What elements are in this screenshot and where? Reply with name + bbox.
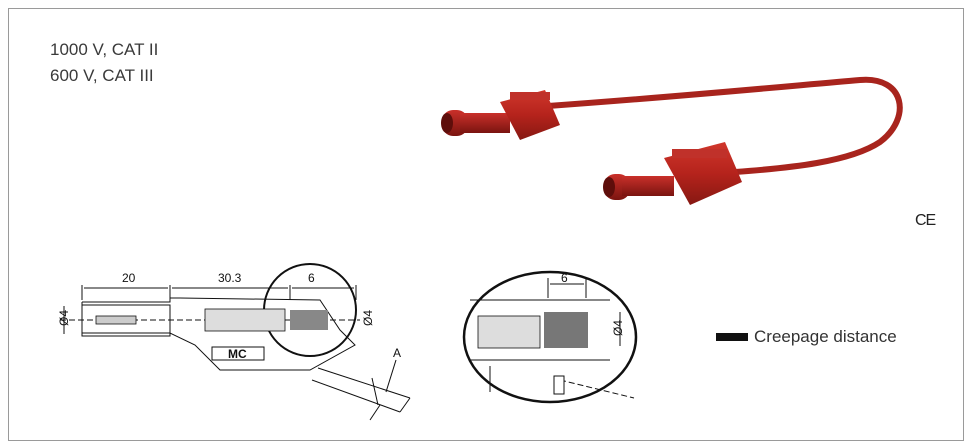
detail-dim-6: 6	[561, 271, 568, 285]
dia-left: Ø4	[57, 310, 71, 326]
creepage-swatch	[716, 333, 748, 341]
lower-plug	[603, 142, 742, 205]
voltage-rating-cat2: 1000 V, CAT II	[50, 40, 159, 59]
ce-mark: CE	[915, 212, 936, 229]
legend-label: Creepage distance	[754, 327, 897, 346]
dim-30-3: 30.3	[218, 271, 242, 285]
cable-loop	[547, 76, 903, 175]
legend: Creepage distance	[716, 327, 897, 347]
label-a: A	[393, 346, 401, 360]
dim-6: 6	[308, 271, 315, 285]
voltage-rating-cat3: 600 V, CAT III	[50, 66, 154, 85]
label-mc: MC	[228, 347, 247, 361]
dia-right: Ø4	[361, 310, 375, 326]
upper-plug	[441, 90, 560, 140]
dim-20: 20	[122, 271, 136, 285]
detail-dia: Ø4	[611, 320, 625, 336]
